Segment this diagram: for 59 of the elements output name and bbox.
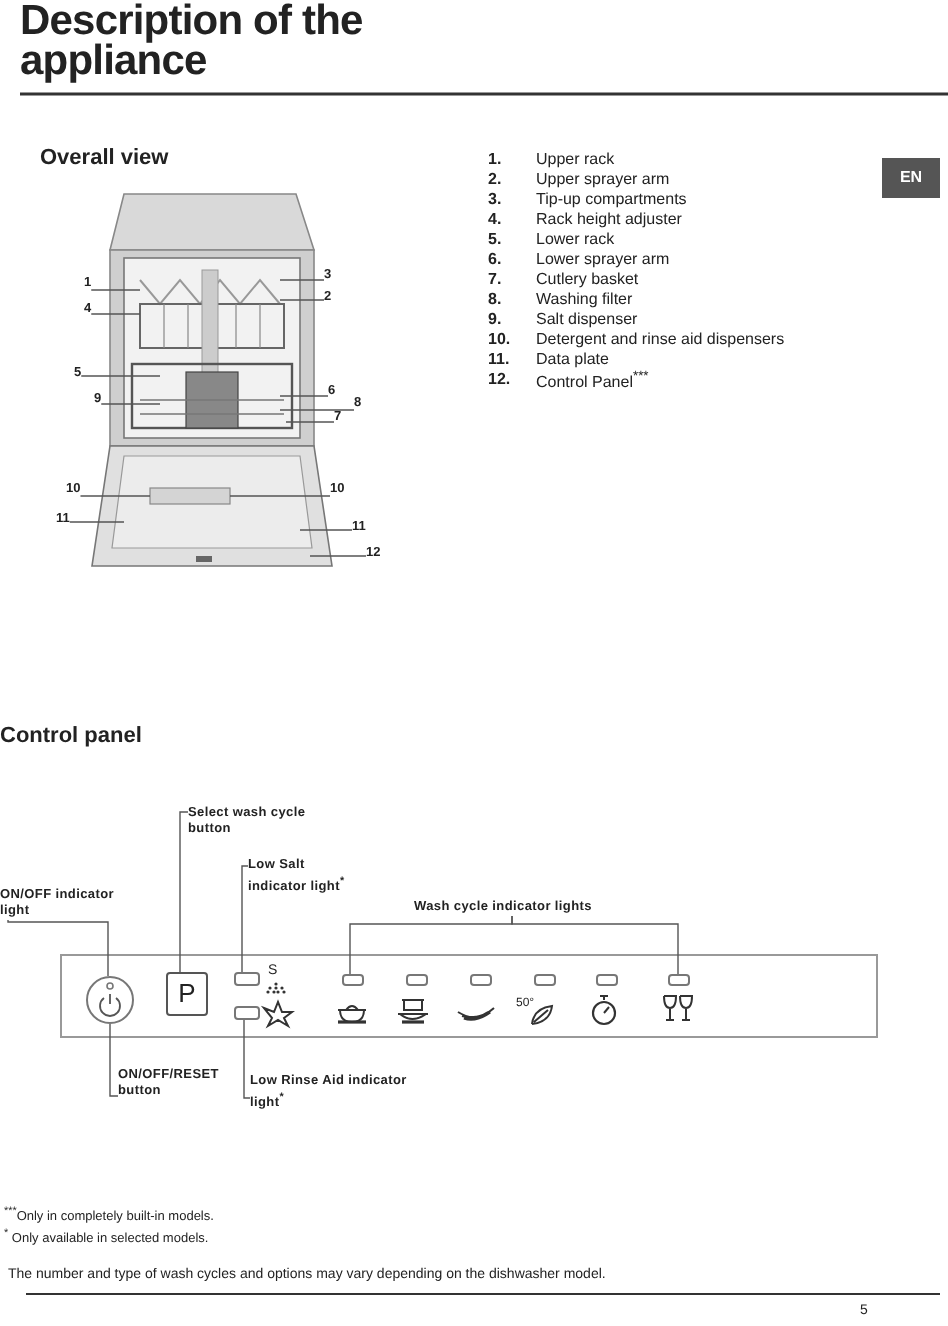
leader-line xyxy=(285,421,335,423)
page-title: Description of the appliance xyxy=(20,2,365,82)
item-number: 7. xyxy=(488,270,502,289)
leader-line xyxy=(279,395,329,397)
leader-line xyxy=(179,811,189,973)
indicator-light xyxy=(668,974,690,986)
leader-line xyxy=(511,915,679,975)
indicator-light xyxy=(534,974,556,986)
indicator-light xyxy=(596,974,618,986)
leader-line xyxy=(7,919,109,977)
part-name: Data plate xyxy=(536,350,609,369)
section-heading: Control panel xyxy=(0,724,142,750)
leader-line xyxy=(309,555,367,557)
part-name: Rack height adjuster xyxy=(536,210,682,229)
item-number: 12. xyxy=(488,370,511,389)
leader-line xyxy=(279,299,325,301)
item-number: 4. xyxy=(488,210,502,229)
part-name: Lower rack xyxy=(536,230,615,249)
indicator-light xyxy=(470,974,492,986)
item-number: 11. xyxy=(488,350,510,369)
part-name: Tip-up compartments xyxy=(536,190,687,209)
part-name: Upper rack xyxy=(536,150,615,169)
leader-line xyxy=(90,313,141,315)
item-number: 10. xyxy=(488,330,511,349)
part-name: Lower sprayer arm xyxy=(536,250,670,269)
item-number: 9. xyxy=(488,310,502,329)
part-name: Salt dispenser xyxy=(536,310,638,329)
part-name: Cutlery basket xyxy=(536,270,639,289)
leader-line xyxy=(299,529,353,531)
leader-line xyxy=(90,289,141,291)
item-number: 8. xyxy=(488,290,502,309)
item-number: 3. xyxy=(488,190,502,209)
item-number: 1. xyxy=(488,150,502,169)
leader-line xyxy=(109,1023,119,1097)
leader-line xyxy=(100,403,161,405)
leader-line xyxy=(80,375,161,377)
item-number: 2. xyxy=(488,170,502,189)
control-panel xyxy=(60,954,878,1038)
section-heading: Overall view xyxy=(40,146,169,172)
leader-line xyxy=(243,1019,251,1099)
part-name: Detergent and rinse aid dispensers xyxy=(536,330,785,349)
program-button: P xyxy=(166,972,208,1016)
part-name: Washing filter xyxy=(536,290,633,309)
leader-line xyxy=(241,865,249,973)
power-button xyxy=(86,976,134,1024)
item-number: 6. xyxy=(488,250,502,269)
item-number: 5. xyxy=(488,230,502,249)
leader-line xyxy=(279,409,355,411)
leader-line xyxy=(279,279,325,281)
indicator-light xyxy=(406,974,428,986)
part-name: Upper sprayer arm xyxy=(536,170,670,189)
indicator-light xyxy=(234,972,260,986)
indicator-light xyxy=(234,1006,260,1020)
part-name: Control Panel$^{***}$ xyxy=(536,370,649,392)
language-tab: EN xyxy=(882,158,940,198)
indicator-light xyxy=(342,974,364,986)
leader-line xyxy=(69,521,125,523)
leader-line xyxy=(229,495,331,497)
leader-line xyxy=(79,495,151,497)
